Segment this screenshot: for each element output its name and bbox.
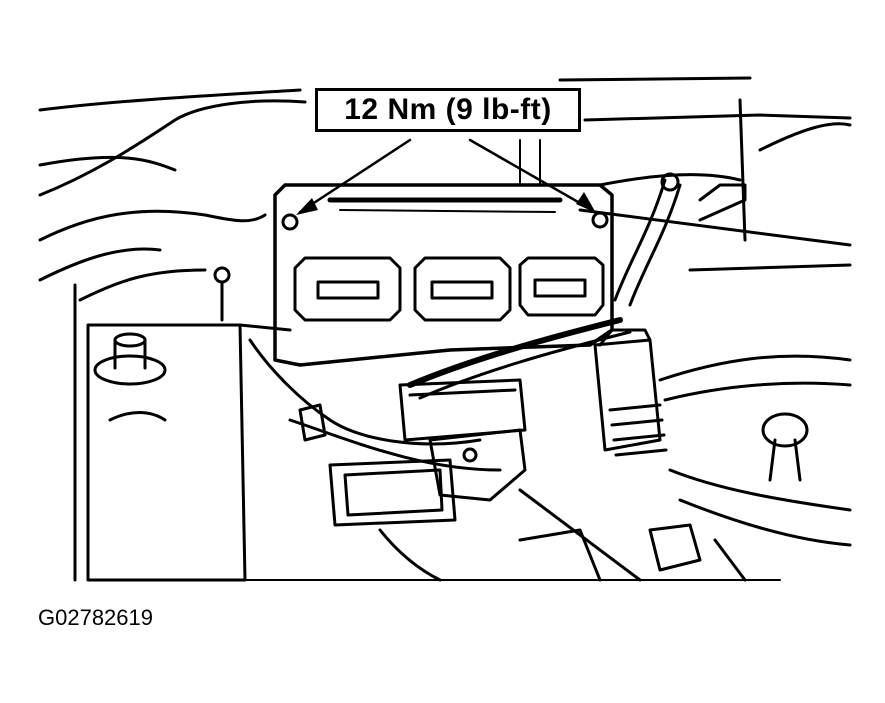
connector-socket-3-slot — [533, 278, 587, 298]
clamp-coil — [608, 403, 668, 457]
bolt-right — [591, 211, 609, 229]
lower-right-hose-2 — [678, 498, 852, 547]
lower-cable-2 — [378, 528, 442, 582]
lower-bracket — [518, 528, 602, 582]
lower-cable — [518, 488, 642, 582]
fastener-left — [213, 266, 231, 284]
inner-fender-line — [78, 268, 207, 302]
ground-strap-2 — [628, 183, 682, 307]
center-connector — [398, 378, 527, 442]
harness-lower — [288, 418, 502, 472]
body-panel-diagonal — [38, 209, 267, 242]
battery-tray — [86, 323, 247, 582]
lower-connector-left-inner — [343, 468, 444, 517]
lower-right-hose — [668, 468, 852, 512]
battery-terminal-post — [113, 338, 147, 370]
leader-arrow-right — [468, 138, 594, 212]
relay-block — [593, 338, 662, 452]
lower-connector-left — [328, 458, 457, 527]
battery-tray-ridge — [108, 411, 167, 422]
ecm-housing — [273, 183, 614, 367]
hose-right — [658, 354, 852, 382]
firewall-line — [578, 208, 852, 247]
torque-callout: 12 Nm (9 lb-ft) — [315, 88, 581, 132]
bracket-right — [698, 183, 747, 222]
sensor-right-stem — [768, 438, 802, 482]
bracket-line-right — [688, 263, 852, 272]
torque-label: 12 Nm (9 lb-ft) — [344, 93, 552, 126]
fender-line-upper — [38, 88, 302, 112]
ground-strap-bolt — [660, 172, 680, 192]
connector-socket-2-slot — [430, 280, 494, 300]
figure-id: G02782619 — [38, 605, 153, 630]
battery-terminal-top — [113, 332, 147, 348]
fender-line-curve — [38, 99, 307, 197]
connector-socket-3 — [518, 256, 605, 317]
lower-connector-tab — [298, 403, 327, 442]
cowl-line — [598, 173, 742, 187]
lower-right-clip — [648, 523, 702, 572]
center-connector-top — [408, 388, 517, 397]
top-edge-line — [558, 76, 752, 82]
fender-line-left — [38, 155, 177, 172]
harness-main — [407, 317, 623, 388]
mid-bracket — [428, 428, 527, 502]
connector-socket-2 — [413, 256, 512, 322]
sensor-right — [761, 412, 809, 448]
relay-block-top — [598, 328, 652, 347]
arrowhead-left — [296, 198, 318, 215]
connector-socket-1-slot — [316, 280, 380, 300]
right-panel-diagonal — [758, 122, 852, 152]
harness-main-2 — [418, 330, 632, 400]
ground-strap — [613, 178, 667, 302]
leader-arrow-left — [298, 138, 412, 214]
arrowhead-right — [576, 192, 596, 213]
vertical-hatch — [519, 139, 541, 186]
hose-right-2 — [663, 381, 852, 402]
right-panel-top — [583, 113, 852, 122]
right-panel-vertical — [738, 98, 747, 242]
battery-terminal-base — [93, 354, 167, 386]
bolt-left — [281, 213, 299, 231]
lower-right-rod — [713, 538, 747, 582]
battery-tray-inner — [238, 323, 292, 332]
body-panel-lower — [38, 247, 162, 282]
mid-bracket-bolt — [462, 447, 478, 463]
ecm-top-edge-2 — [339, 209, 556, 213]
connector-socket-1 — [293, 256, 402, 322]
